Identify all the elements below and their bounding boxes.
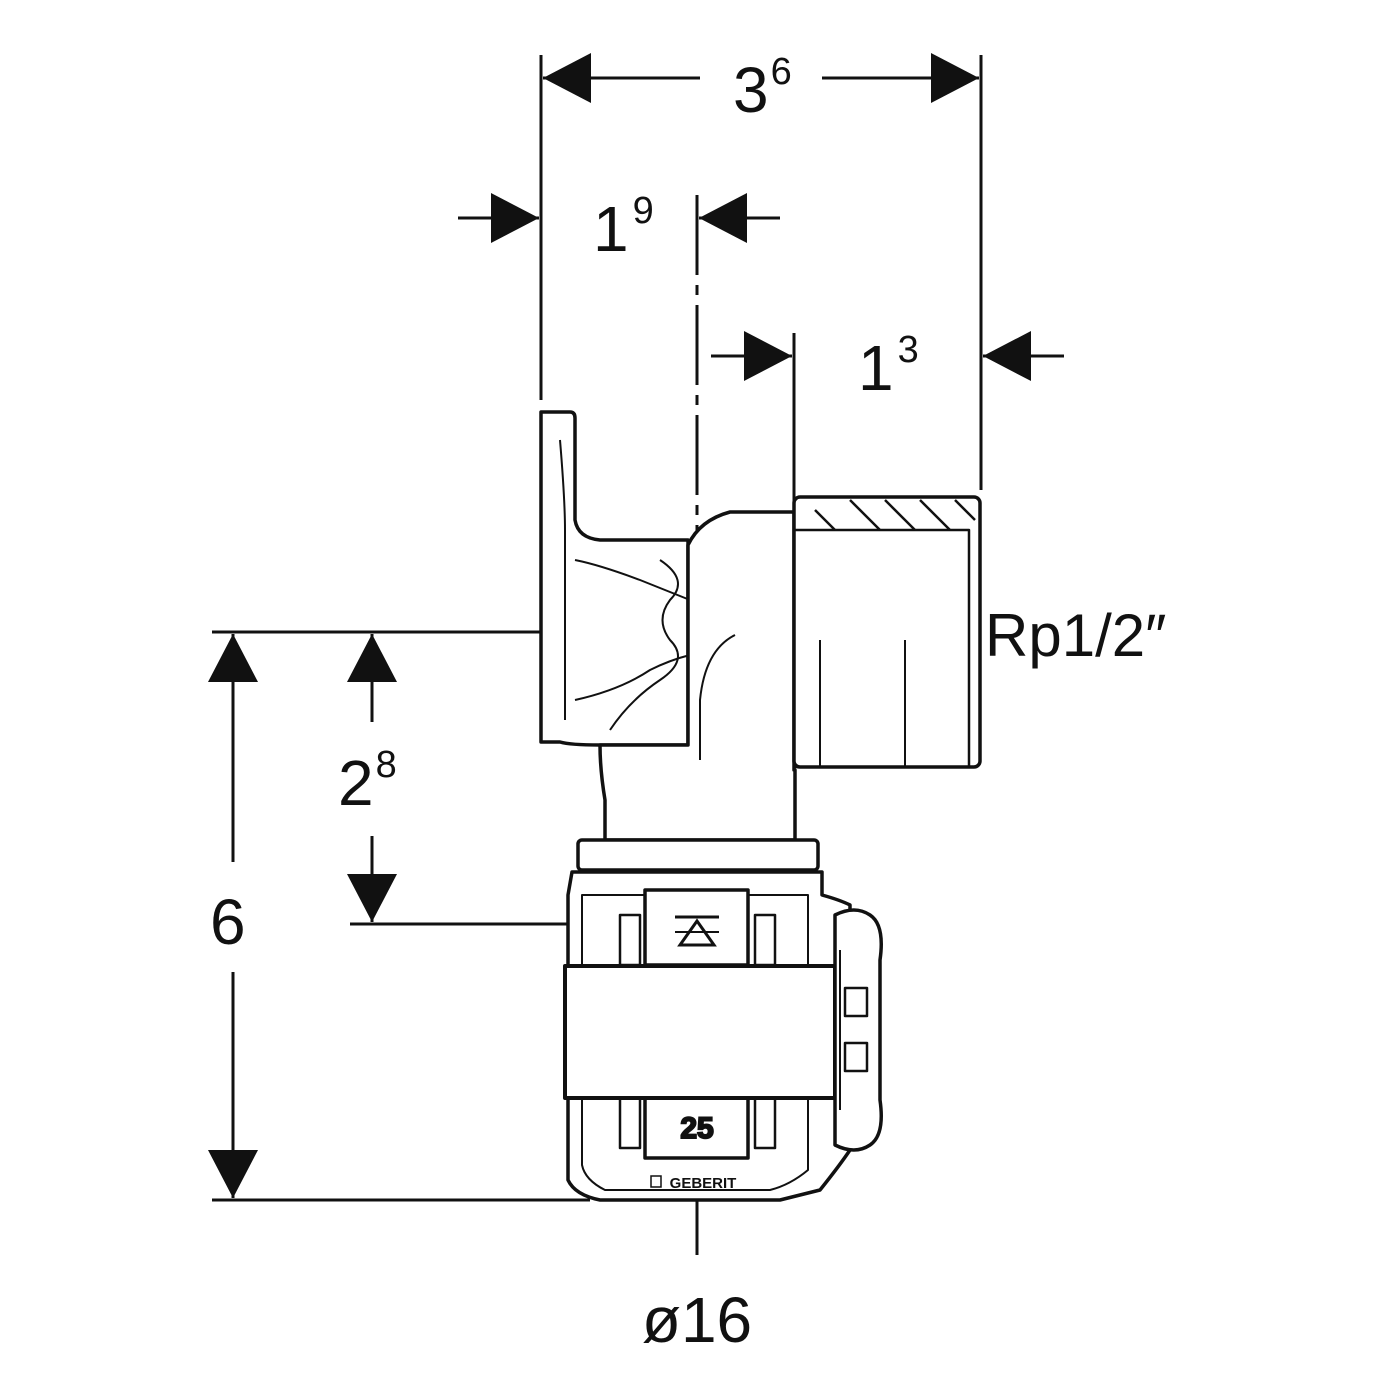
wall-plate — [539, 410, 690, 747]
stop-marker-icon — [675, 915, 719, 947]
size-marking: 25 — [680, 1112, 713, 1145]
slot-right-bottom — [753, 1096, 777, 1150]
thread-inner — [792, 528, 971, 769]
elbow-body — [598, 510, 797, 842]
slot-left-bottom — [618, 1096, 642, 1150]
clip-indicator-1 — [843, 986, 869, 1018]
press-sleeve — [563, 964, 837, 1100]
inspection-window-bottom — [643, 1096, 750, 1160]
slot-right-top — [753, 913, 777, 967]
threaded-outlet — [792, 495, 982, 769]
brand-box-icon — [650, 1175, 662, 1188]
thread-label: Rp1/2″ — [985, 602, 1166, 669]
wall-plate-inner — [559, 439, 566, 720]
wall-plate-curve — [609, 559, 679, 731]
fitting-body — [539, 410, 982, 1202]
dim-6-label: 6 — [210, 886, 246, 958]
clip-indicator-2 — [843, 1041, 869, 1073]
press-body-inner — [581, 894, 809, 1191]
wall-plate-rib-2 — [574, 654, 691, 701]
pipe-diameter-label: ø16 — [642, 1284, 752, 1356]
thread-hatch — [814, 499, 976, 531]
dimension-lines — [208, 53, 1064, 1202]
dim-2-8-label: 28 — [338, 744, 397, 819]
brand-marking: GEBERIT — [670, 1175, 737, 1192]
collar — [576, 838, 820, 872]
dim-3-6-label: 36 — [733, 51, 792, 126]
side-clip — [833, 908, 883, 1152]
inspection-window-top — [643, 888, 750, 967]
slot-left-top — [618, 913, 642, 967]
elbow-inner-curve — [699, 634, 736, 760]
